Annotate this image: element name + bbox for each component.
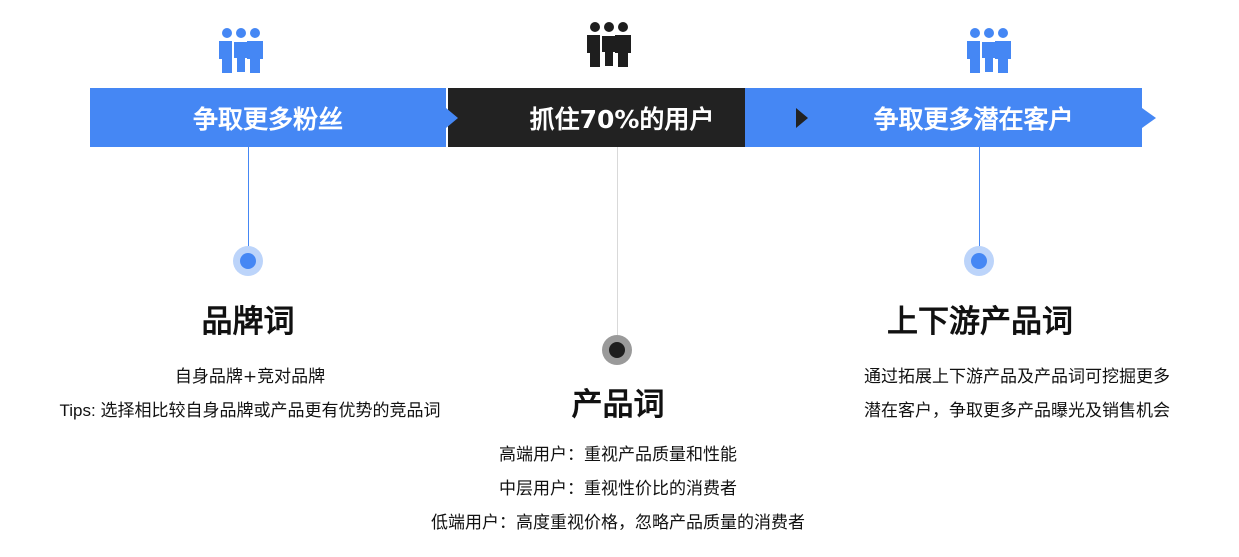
banner-fans-label: 争取更多粉丝 [192, 104, 343, 134]
connector-line [617, 147, 618, 335]
connector-line [248, 147, 249, 247]
banner-customers: 争取更多潜在客户 [745, 88, 1142, 147]
banner-customers-label: 争取更多潜在客户 [873, 104, 1074, 134]
updown-desc-line: 通过拓展上下游产品及产品词可挖掘更多 [864, 367, 1170, 387]
people-icon-fans [219, 28, 263, 74]
updown-desc-line: 潜在客户，争取更多产品曝光及销售机会 [864, 401, 1170, 421]
brand-desc: 自身品牌+竞对品牌 Tips: 选择相比较自身品牌或产品更有优势的竞品词 [0, 360, 500, 428]
arrow-tip-icon [446, 108, 458, 128]
arrow-tip-icon [1142, 108, 1156, 128]
connector-line [979, 147, 980, 247]
banner-users-label: 抓住70%的用户 [529, 104, 715, 134]
banner-fans: 争取更多粉丝 [90, 88, 446, 147]
product-desc-line: 低端用户：高度重视价格，忽略产品质量的消费者 [431, 513, 805, 533]
marker-dot [964, 246, 994, 276]
people-icon-customers [967, 28, 1011, 74]
brand-desc-line: Tips: 选择相比较自身品牌或产品更有优势的竞品词 [59, 401, 441, 420]
updown-title: 上下游产品词 [887, 304, 1073, 340]
banner-users: 抓住70%的用户 [448, 88, 796, 147]
product-title: 产品词 [571, 387, 665, 423]
brand-desc-line: 自身品牌+竞对品牌 [174, 367, 326, 387]
product-desc-line: 中层用户：重视性价比的消费者 [499, 479, 737, 499]
arrow-tip-icon [796, 108, 808, 128]
brand-title: 品牌词 [201, 304, 295, 340]
marker-dot [602, 335, 632, 365]
product-desc-line: 高端用户：重视产品质量和性能 [499, 445, 737, 465]
product-desc: 高端用户：重视产品质量和性能 中层用户：重视性价比的消费者 低端用户：高度重视价… [368, 438, 868, 540]
updown-desc: 通过拓展上下游产品及产品词可挖掘更多 潜在客户，争取更多产品曝光及销售机会 [864, 360, 1234, 428]
marker-dot [233, 246, 263, 276]
people-icon-users [587, 22, 631, 68]
